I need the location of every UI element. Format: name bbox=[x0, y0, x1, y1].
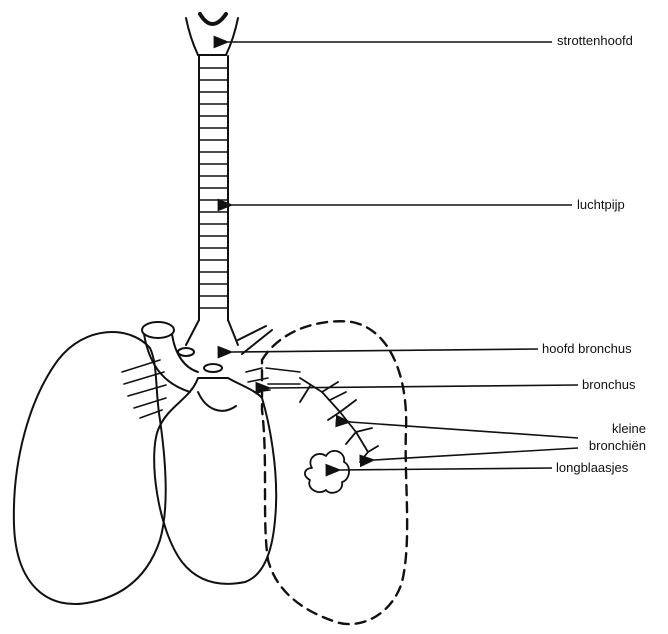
leader-lines bbox=[228, 42, 578, 470]
leader-main-bronchus bbox=[232, 349, 538, 352]
leader-bronchus bbox=[270, 385, 578, 388]
label-main-bronchus: hoofd bronchus bbox=[542, 341, 632, 356]
dashed-region bbox=[262, 321, 407, 624]
leader-alveoli bbox=[340, 468, 552, 470]
alveoli-cluster bbox=[305, 451, 349, 493]
leader-bronchioles-1 bbox=[350, 422, 578, 438]
label-trachea: luchtpijp bbox=[577, 197, 625, 212]
bronchiole-tree bbox=[300, 378, 378, 462]
label-bronchioles-line1: kleine bbox=[592, 421, 646, 436]
label-larynx: strottenhoofd bbox=[557, 33, 633, 48]
label-bronchus: bronchus bbox=[582, 377, 635, 392]
left-lung bbox=[14, 332, 166, 604]
label-bronchioles-line2: bronchiën bbox=[582, 438, 646, 453]
trachea-shape bbox=[178, 56, 238, 372]
label-alveoli: longblaasjes bbox=[556, 460, 628, 475]
larynx-shape bbox=[186, 14, 238, 55]
